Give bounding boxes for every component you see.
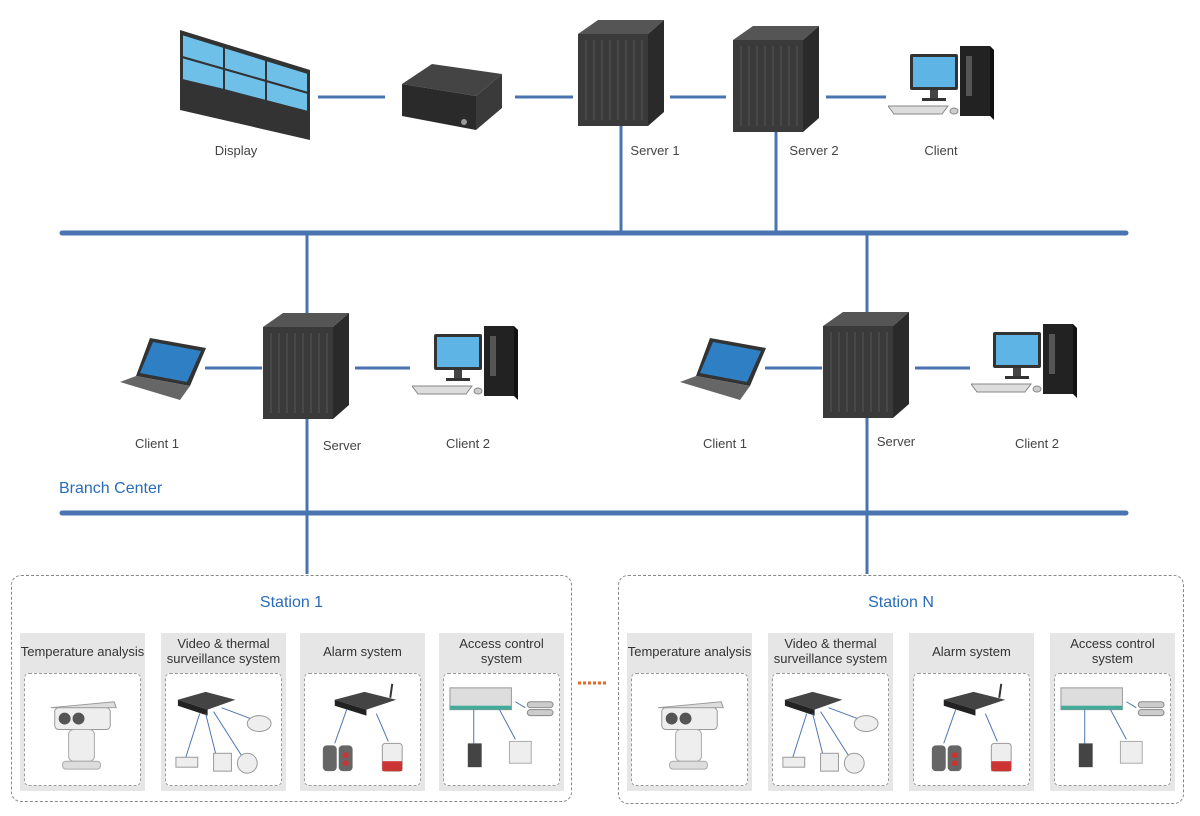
station-1: Station 1 Temperature analysis Video & th… — [11, 575, 572, 802]
client-label: Client — [924, 143, 958, 158]
branch1-client1-label: Client 1 — [134, 436, 180, 451]
nvr-with-cameras-icon — [175, 691, 272, 774]
alarm-controller-icon — [931, 683, 1012, 772]
station-n: Station N Temperature analysis Video & th… — [618, 575, 1184, 804]
branch2-server-icon — [823, 312, 909, 418]
laptop-icon — [120, 338, 206, 400]
server1-label: Server 1 — [630, 143, 680, 158]
subsystem-title: Temperature analysis — [627, 643, 752, 659]
subsystem-devices — [1054, 673, 1171, 786]
thermal-ptz-camera-icon — [50, 701, 117, 770]
subsystem-devices — [772, 673, 889, 786]
subsystem-panel: Alarm system — [300, 633, 425, 791]
subsystem-title: Alarm system — [932, 643, 1011, 659]
subsystem-panel: Video & thermal surveillance system — [768, 633, 893, 791]
client-pc-icon — [888, 46, 994, 122]
subsystem-devices — [443, 673, 560, 786]
thermal-ptz-camera-icon — [657, 701, 724, 770]
subsystem-panel: Video & thermal surveillance system — [161, 633, 286, 791]
display-label: Display — [214, 143, 258, 158]
subsystem-devices — [304, 673, 421, 786]
subsystem-devices — [24, 673, 141, 786]
branch1-client2-label: Client 2 — [445, 436, 491, 451]
subsystem-panel: Access control system — [439, 633, 564, 791]
subsystem-title: Access control system — [1070, 636, 1155, 666]
station-title: Station 1 — [259, 594, 324, 611]
server2-label: Server 2 — [789, 143, 839, 158]
branch1-server-icon — [263, 313, 349, 419]
subsystem-devices — [165, 673, 282, 786]
video-wall-icon — [180, 30, 310, 140]
subsystem-title: Alarm system — [323, 643, 402, 659]
branch2-client1-label: Client 1 — [702, 436, 748, 451]
station-title: Station N — [868, 594, 934, 611]
subsystem-title: Video & thermal surveillance system — [773, 636, 888, 666]
alarm-controller-icon — [322, 683, 403, 772]
subsystem-panel: Access control system — [1050, 633, 1175, 791]
nvr-with-cameras-icon — [782, 691, 879, 774]
subsystem-title: Access control system — [459, 636, 544, 666]
access-controller-icon — [449, 687, 554, 768]
desktop-pc-icon — [412, 326, 518, 402]
desktop-pc-icon — [971, 324, 1077, 400]
server1-icon — [578, 20, 664, 126]
subsystem-panel: Temperature analysis — [627, 633, 752, 791]
subsystem-panel: Alarm system — [909, 633, 1034, 791]
subsystem-devices — [631, 673, 748, 786]
laptop-icon — [680, 338, 766, 400]
branch-center-label: Branch Center — [59, 480, 163, 497]
decoder-icon — [402, 64, 502, 130]
branch2-client2-label: Client 2 — [1014, 436, 1060, 451]
server2-icon — [733, 26, 819, 132]
branch1-server-label: Server — [322, 438, 362, 453]
branch2-server-label: Server — [876, 434, 916, 449]
subsystem-title: Video & thermal surveillance system — [166, 636, 281, 666]
subsystem-title: Temperature analysis — [20, 643, 145, 659]
subsystem-devices — [913, 673, 1030, 786]
subsystem-panel: Temperature analysis — [20, 633, 145, 791]
access-controller-icon — [1060, 687, 1165, 768]
